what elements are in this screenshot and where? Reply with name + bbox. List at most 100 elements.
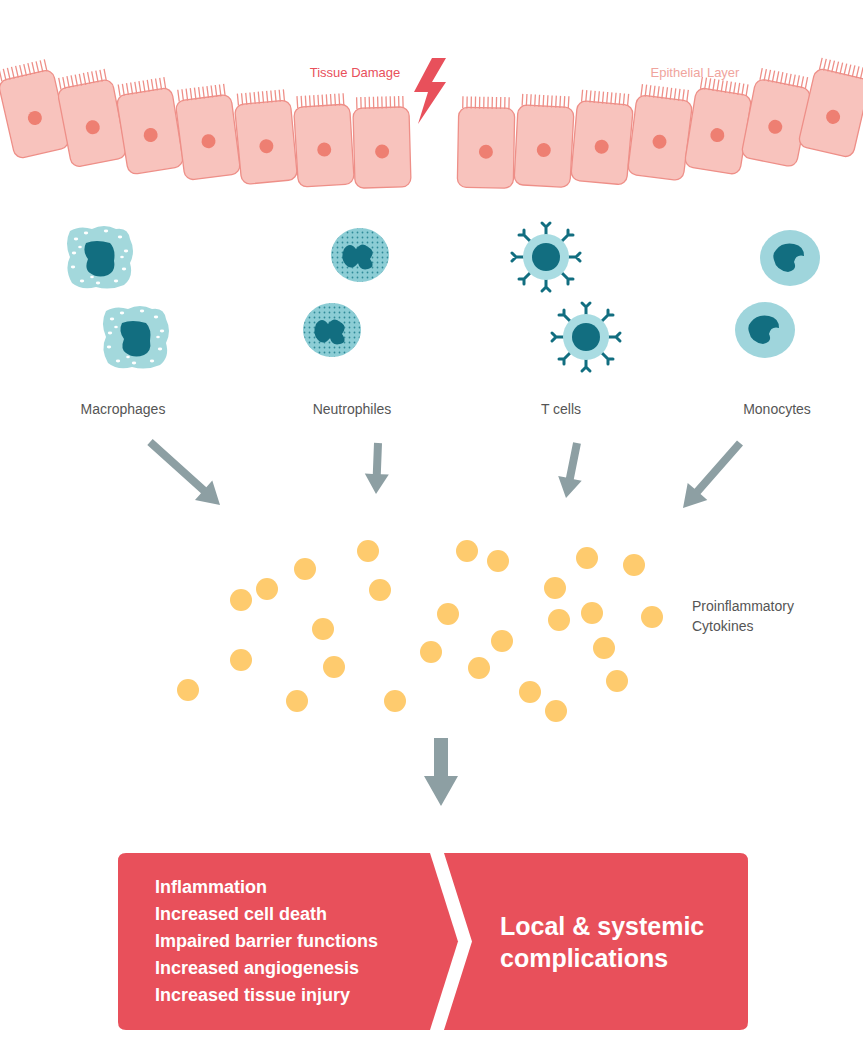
cell-nucleus [652, 134, 668, 150]
neutrophil-cell [331, 228, 389, 282]
cytokine-label: Proinflammatory Cytokines [692, 596, 802, 637]
box-shape [444, 853, 748, 1030]
cell-nucleus [85, 119, 101, 135]
t-cell [512, 223, 580, 291]
flow-arrows [147, 439, 743, 806]
cell-label: Neutrophiles [313, 399, 392, 419]
epithelial-cell [353, 96, 411, 188]
cell-body [798, 68, 863, 159]
cytokine-dot [491, 630, 513, 652]
cell-nucleus [201, 133, 217, 149]
cytokine-dot [437, 603, 459, 625]
flow-arrow [424, 738, 458, 806]
macrophage-cell [103, 306, 169, 369]
flow-arrow [558, 442, 582, 498]
epithelial-cell [55, 68, 127, 168]
cell-body [116, 87, 184, 175]
cytokine-dot [641, 606, 663, 628]
monocyte-cell [735, 302, 795, 358]
epithelial-cell [684, 76, 754, 175]
cell-body [627, 95, 692, 181]
epithelial-cell [174, 83, 241, 180]
epithelial-layer [0, 57, 863, 188]
outcome-box: Local & systemic complications [444, 853, 748, 1030]
effects-box: InflammationIncreased cell deathImpaired… [118, 853, 458, 1030]
cytokine-dot [487, 550, 509, 572]
cytokine-dot [593, 637, 615, 659]
cytokine-dot [294, 558, 316, 580]
epithelial-cell [233, 89, 297, 185]
cell-nucleus [536, 143, 551, 158]
cytokine-dot [545, 700, 567, 722]
cell-nucleus [479, 145, 493, 159]
microvilli [118, 77, 166, 96]
microvilli [237, 89, 284, 105]
cytokine-dot [623, 554, 645, 576]
cell-nucleus [767, 119, 783, 135]
cytokine-dot [384, 690, 406, 712]
flow-arrow [683, 440, 743, 508]
cell-nucleus [317, 142, 332, 157]
cytokine-dot [544, 577, 566, 599]
monocyte-cell [760, 230, 820, 286]
cell-label: Macrophages [81, 399, 166, 419]
effect-item: Increased cell death [155, 901, 418, 928]
effect-item: Increased tissue injury [155, 982, 418, 1009]
cell-nucleus [143, 127, 159, 143]
epithelial-cell [0, 58, 70, 159]
microvilli [59, 69, 107, 90]
cytokine-dot [323, 656, 345, 678]
microvilli [357, 96, 404, 109]
cell-body [571, 100, 634, 185]
t-cell [552, 303, 620, 371]
microvilli [819, 58, 863, 80]
layer-label: Epithelial Layer [651, 64, 740, 83]
epithelial-cell [114, 76, 184, 175]
microvilli [582, 90, 629, 106]
cytokine-dot [468, 657, 490, 679]
cytokine-dot [606, 670, 628, 692]
cytokine-dots [177, 540, 663, 722]
cytokine-dot [369, 579, 391, 601]
cytokine-dot [286, 690, 308, 712]
microvilli [297, 93, 344, 108]
epithelial-cell [514, 94, 575, 188]
flow-arrow [365, 443, 389, 494]
neutrophil-cell [303, 303, 361, 357]
cell-label: Monocytes [743, 399, 811, 419]
box-fill [118, 853, 458, 1030]
epithelial-cell [798, 57, 863, 158]
cell-body [57, 79, 127, 168]
cell-body [684, 87, 752, 175]
epithelial-cell [741, 67, 813, 167]
cytokine-dot [581, 602, 603, 624]
cytokine-dot [357, 540, 379, 562]
cytokine-dot [420, 641, 442, 663]
microvilli [641, 84, 688, 102]
epithelial-cell [293, 93, 354, 187]
effect-item: Impaired barrier functions [155, 928, 418, 955]
microvilli [522, 94, 569, 108]
cell-nucleus [27, 110, 44, 127]
flow-arrow [147, 439, 220, 505]
cytokine-dot [519, 681, 541, 703]
cytokine-dot [576, 547, 598, 569]
cytokine-dot [256, 578, 278, 600]
epithelial-cell [627, 84, 694, 181]
cytokine-dot [456, 540, 478, 562]
epithelial-cell [571, 89, 635, 185]
cell-body [175, 94, 241, 180]
cell-label: T cells [541, 399, 581, 419]
cell-body [234, 100, 297, 185]
cell-nucleus [709, 127, 725, 143]
epithelial-cell [457, 96, 515, 188]
cytokine-dot [230, 589, 252, 611]
microvilli [463, 96, 509, 109]
microvilli [0, 59, 47, 81]
effect-item: Inflammation [155, 874, 418, 901]
cell-body [514, 105, 574, 188]
cell-body [457, 107, 514, 188]
cell-nucleus [825, 108, 842, 125]
effect-item: Increased angiogenesis [155, 955, 418, 982]
microvilli [760, 68, 808, 89]
